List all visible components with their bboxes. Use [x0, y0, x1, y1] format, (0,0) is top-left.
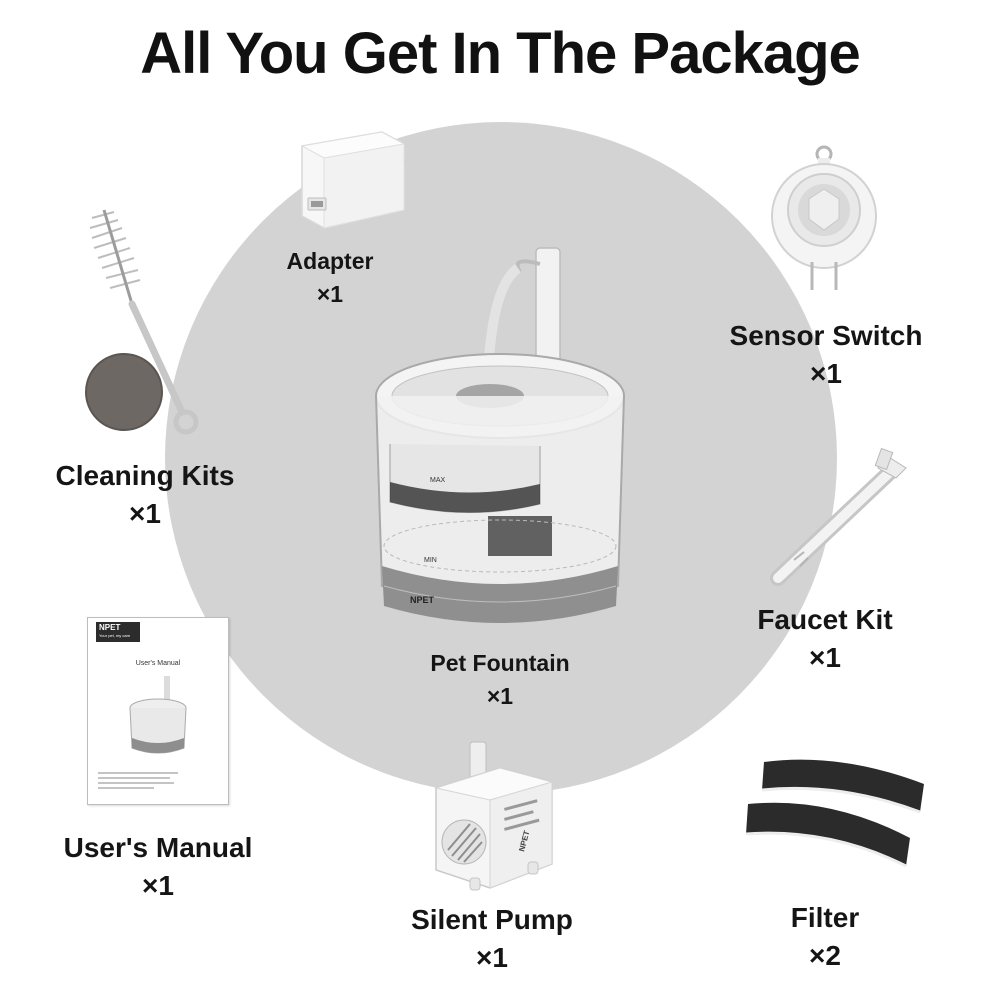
adapter-qty: ×1	[316, 281, 344, 307]
faucet-kit-image	[770, 447, 907, 586]
sensor-switch-label: Sensor Switch ×1	[712, 320, 940, 390]
cleaning-kits-image	[85, 209, 199, 435]
silent-pump-label: Silent Pump ×1	[390, 904, 594, 974]
silent-pump-name: Silent Pump	[411, 904, 573, 935]
adapter-name: Adapter	[286, 248, 374, 274]
users-manual-name: User's Manual	[63, 832, 253, 863]
manual-title: User's Manual	[135, 660, 181, 667]
fountain-max-mark: MAX	[430, 477, 446, 484]
manual-tagline: Your pet, my care	[99, 633, 131, 638]
users-manual-qty: ×1	[142, 870, 174, 901]
filter-qty: ×2	[809, 940, 841, 971]
sensor-switch-image	[771, 145, 877, 290]
filter-image	[745, 759, 924, 868]
filter-name: Filter	[790, 902, 860, 933]
fountain-brand-mark: NPET	[410, 595, 435, 605]
cleaning-kits-qty: ×1	[129, 498, 161, 529]
cleaning-kits-label: Cleaning Kits ×1	[40, 460, 250, 530]
faucet-kit-name: Faucet Kit	[757, 604, 893, 635]
manual-fountain-picture	[129, 676, 187, 754]
silent-pump-image: NPET	[434, 741, 554, 891]
manual-brand-block: NPET Your pet, my care	[96, 622, 140, 642]
adapter-image	[300, 131, 406, 229]
faucet-kit-label: Faucet Kit ×1	[730, 604, 920, 674]
sensor-switch-qty: ×1	[810, 358, 842, 389]
pet-fountain-name: Pet Fountain	[430, 650, 570, 676]
pet-fountain-image: MAX MIN NPET	[375, 247, 625, 623]
manual-fineprint	[98, 772, 178, 792]
manual-brand: NPET	[99, 623, 121, 632]
page-title: All You Get In The Package	[140, 21, 861, 86]
fountain-min-mark: MIN	[424, 557, 437, 564]
filter-label: Filter ×2	[740, 902, 910, 972]
cleaning-kits-name: Cleaning Kits	[55, 460, 235, 491]
pet-fountain-label: Pet Fountain ×1	[410, 650, 590, 710]
pet-fountain-qty: ×1	[486, 683, 514, 709]
adapter-label: Adapter ×1	[260, 248, 400, 308]
users-manual-image: NPET Your pet, my care User's Manual	[87, 617, 229, 805]
users-manual-label: User's Manual ×1	[50, 832, 266, 902]
faucet-kit-qty: ×1	[809, 642, 841, 673]
sensor-switch-name: Sensor Switch	[729, 320, 923, 351]
silent-pump-qty: ×1	[476, 942, 508, 973]
